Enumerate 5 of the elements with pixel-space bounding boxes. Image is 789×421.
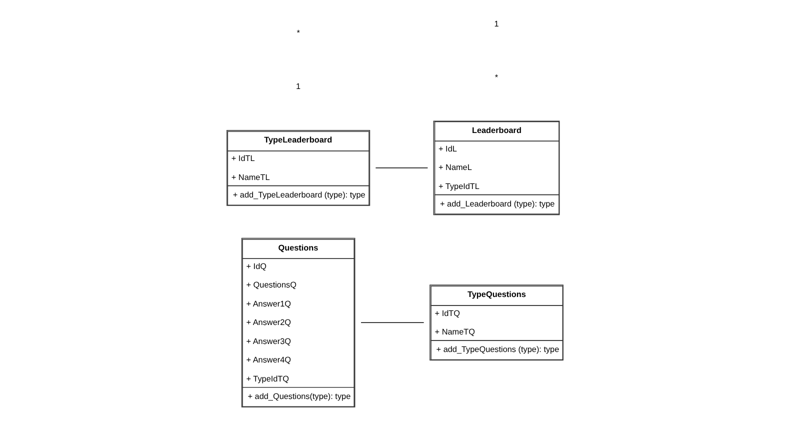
label: 1 (296, 82, 300, 91)
connector (360, 322, 424, 323)
label: * (296, 28, 300, 38)
label: * (494, 73, 498, 82)
label: 1 (494, 19, 498, 28)
